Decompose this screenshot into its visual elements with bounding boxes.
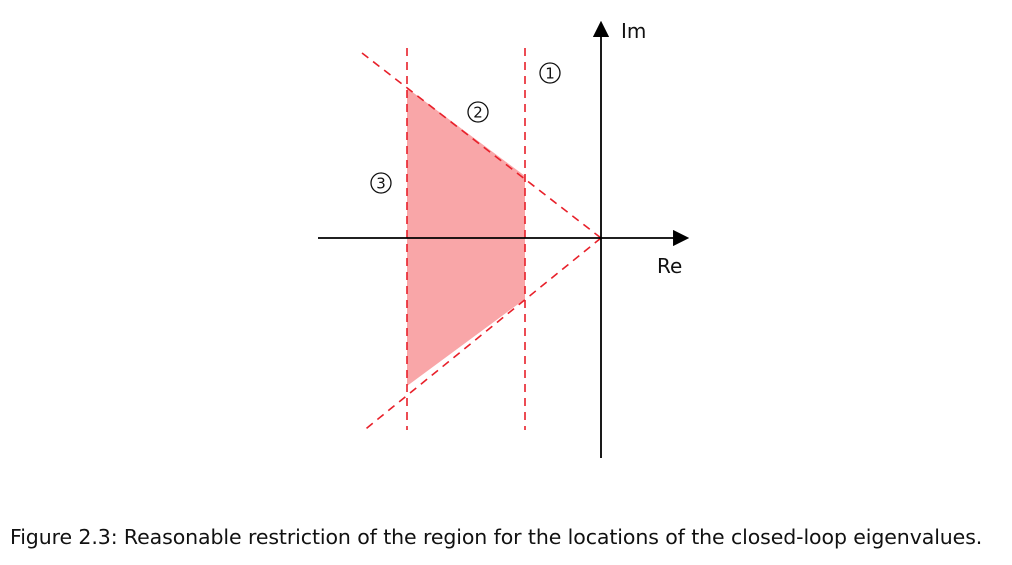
figure-caption: Figure 2.3: Reasonable restriction of th… [10,525,983,549]
imaginary-axis-label: Im [621,19,646,43]
constraint-marker-1: 1 [539,62,561,84]
eigenvalue-region-diagram: Im Re 1 2 3 [318,19,690,458]
constraint-marker-2-label: 2 [473,104,483,122]
allowed-region [407,88,525,386]
real-axis-label: Re [657,254,682,278]
constraint-marker-2: 2 [467,101,489,123]
constraint-line-2-lower [361,237,602,433]
constraint-marker-3: 3 [370,172,392,194]
constraint-marker-1-label: 1 [545,65,555,83]
constraint-marker-3-label: 3 [376,175,386,193]
